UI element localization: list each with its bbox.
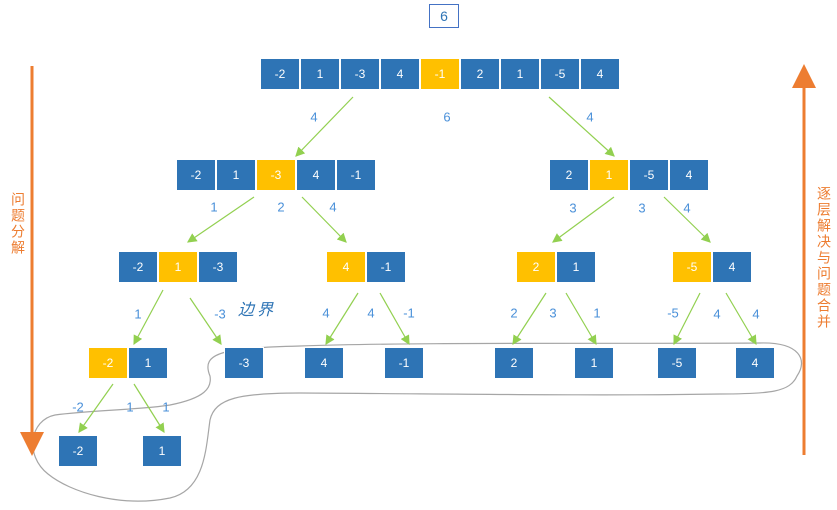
array-cell: -2 — [88, 347, 128, 379]
edge-sum-label: 4 — [310, 109, 318, 125]
split-arrow — [78, 383, 114, 433]
split-arrow — [673, 292, 701, 346]
array-cell: -2 — [118, 251, 158, 283]
edge-sum-label: 4 — [752, 306, 760, 322]
array-cell: 4 — [326, 251, 366, 283]
boundary-label: 边界 — [238, 300, 277, 319]
edge-sum-label: 4 — [329, 199, 337, 215]
array-cell: 1 — [589, 159, 629, 191]
split-arrow — [565, 292, 597, 346]
array-cell: 4 — [580, 58, 620, 90]
array-cell: 2 — [460, 58, 500, 90]
split-arrow — [725, 292, 757, 346]
array-cell: -5 — [657, 347, 697, 379]
edge-sum-label: 1 — [162, 399, 170, 415]
edge-sum-label: 3 — [569, 200, 577, 216]
edge-sum-label: 6 — [443, 109, 451, 125]
split-arrow — [295, 96, 354, 157]
array-cell: 1 — [500, 58, 540, 90]
array-cell: 1 — [158, 251, 198, 283]
split-arrow — [301, 196, 347, 243]
array-cell: -3 — [256, 159, 296, 191]
array-cell: 4 — [669, 159, 709, 191]
array-cell: -2 — [176, 159, 216, 191]
split-arrow — [548, 96, 615, 157]
decompose-label: 问题分解 — [10, 192, 26, 256]
split-arrow — [189, 297, 222, 345]
array-cell: -3 — [340, 58, 380, 90]
split-arrow — [663, 196, 711, 243]
edge-sum-label: 1 — [593, 305, 601, 321]
split-arrow — [133, 383, 165, 434]
split-arrow — [512, 292, 547, 346]
array-cell: 1 — [300, 58, 340, 90]
edge-sum-label: 1 — [210, 199, 218, 215]
array-cell: -3 — [224, 347, 264, 379]
edge-sum-label: 4 — [586, 109, 594, 125]
array-cell: -5 — [629, 159, 669, 191]
array-cell: -2 — [260, 58, 300, 90]
split-arrow — [187, 196, 255, 243]
split-arrow — [552, 196, 615, 243]
edge-sum-label: 2 — [510, 305, 518, 321]
edge-sum-label: 4 — [322, 305, 330, 321]
array-cell: 4 — [712, 251, 752, 283]
edge-sum-label: 2 — [277, 199, 285, 215]
split-arrow — [133, 289, 164, 346]
edge-sum-label: -5 — [667, 305, 679, 321]
array-cell: 4 — [380, 58, 420, 90]
max-sum-result: 6 — [429, 4, 459, 28]
split-arrow — [325, 292, 359, 346]
edge-sum-label: -1 — [403, 305, 415, 321]
split-arrow — [379, 292, 410, 346]
edge-sum-label: -3 — [214, 306, 226, 322]
array-cell: 4 — [735, 347, 775, 379]
edge-sum-label: 4 — [367, 305, 375, 321]
array-cell: 2 — [549, 159, 589, 191]
edge-sum-label: 4 — [713, 306, 721, 322]
array-cell: 4 — [296, 159, 336, 191]
array-cell: -1 — [420, 58, 460, 90]
array-cell: 1 — [128, 347, 168, 379]
array-cell: 1 — [216, 159, 256, 191]
array-cell: 4 — [304, 347, 344, 379]
array-cell: 2 — [494, 347, 534, 379]
array-cell: 1 — [574, 347, 614, 379]
array-cell: -5 — [540, 58, 580, 90]
array-cell: 1 — [556, 251, 596, 283]
array-cell: -3 — [198, 251, 238, 283]
edge-sum-label: 1 — [134, 306, 142, 322]
array-cell: 2 — [516, 251, 556, 283]
edge-sum-label: 1 — [126, 399, 134, 415]
edge-sum-label: -2 — [72, 399, 84, 415]
array-cell: -2 — [58, 435, 98, 467]
edge-sum-label: 3 — [638, 200, 646, 216]
merge-label: 逐层解决与问题合并 — [816, 186, 832, 330]
edge-sum-label: 3 — [549, 305, 557, 321]
array-cell: -1 — [366, 251, 406, 283]
edge-sum-label: 4 — [683, 200, 691, 216]
array-cell: -5 — [672, 251, 712, 283]
boundary-outline — [32, 342, 802, 502]
array-cell: -1 — [384, 347, 424, 379]
array-cell: -1 — [336, 159, 376, 191]
array-cell: 1 — [142, 435, 182, 467]
